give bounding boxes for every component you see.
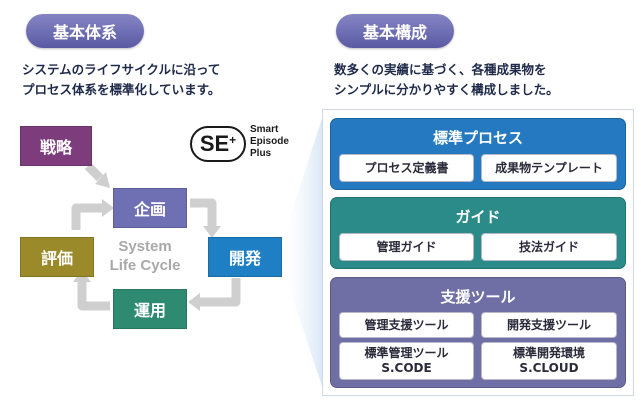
guide-item1-label: 管理ガイド xyxy=(376,239,437,254)
process-definition-doc: プロセス定義書 xyxy=(339,154,474,182)
system-life-cycle-label: System Life Cycle xyxy=(100,237,190,275)
right-description: 数多くの実績に基づく、各種成果物を シンプルに分かりやすく構成しました。 xyxy=(334,60,559,100)
logo-line3: Plus xyxy=(250,148,272,159)
tools-item2-label: 開発支援ツール xyxy=(506,317,591,332)
right-description-line1: 数多くの実績に基づく、各種成果物を xyxy=(334,62,547,77)
technique-guide: 技法ガイド xyxy=(481,233,617,261)
development-support-tool: 開発支援ツール xyxy=(481,312,617,338)
cycle-plan-box: 企画 xyxy=(113,188,187,228)
process-item1-label: プロセス定義書 xyxy=(364,160,449,175)
management-support-tool: 管理支援ツール xyxy=(339,312,474,338)
section-support-tools: 支援ツール 管理支援ツール 開発支援ツール 標準管理ツール S.CODE 標準開… xyxy=(330,277,626,388)
left-description-line1: システムのライフサイクルに沿って xyxy=(22,62,221,77)
logo-plus: + xyxy=(229,133,237,147)
arrowhead-develop-to-operate xyxy=(188,293,200,311)
basic-system-pill: 基本体系 xyxy=(26,14,144,48)
process-item2-label: 成果物テンプレート xyxy=(495,160,603,175)
tools-item4-line1: 標準開発環境 xyxy=(512,346,585,360)
tools-item3-line2: S.CODE xyxy=(381,361,432,375)
deliverable-template: 成果物テンプレート xyxy=(481,154,617,182)
cycle-evaluate-box: 評価 xyxy=(20,237,94,277)
standard-dev-environment-scloud: 標準開発環境 S.CLOUD xyxy=(481,342,617,380)
logo-line1: Smart xyxy=(250,124,279,135)
cycle-center-line2: Life Cycle xyxy=(109,257,181,274)
right-description-line2: シンプルに分かりやすく構成しました。 xyxy=(334,82,559,97)
left-description-line2: プロセス体系を標準化しています。 xyxy=(22,82,221,97)
arrowhead-plan-to-develop xyxy=(203,226,221,238)
logo-wordmark: Smart Episode Plus xyxy=(250,124,289,160)
se-plus-logo: SE+ xyxy=(190,126,246,162)
management-guide: 管理ガイド xyxy=(339,233,474,261)
section-guide: ガイド 管理ガイド 技法ガイド xyxy=(330,197,626,269)
arrow-develop-to-operate xyxy=(200,278,241,307)
logo-mark: SE xyxy=(199,131,230,156)
logo-line2: Episode xyxy=(250,136,289,147)
tools-item4-line2: S.CLOUD xyxy=(519,361,579,375)
section-standard-process-title: 標準プロセス xyxy=(432,129,523,147)
arrow-operate-to-evaluate xyxy=(77,282,110,311)
tools-item1-label: 管理支援ツール xyxy=(364,317,449,332)
section-guide-title: ガイド xyxy=(455,208,501,226)
basic-structure-pill: 基本構成 xyxy=(336,14,454,48)
arrow-plan-to-develop xyxy=(190,198,217,226)
left-description: システムのライフサイクルに沿って プロセス体系を標準化しています。 xyxy=(22,60,220,100)
arrow-strategy-to-plan xyxy=(84,162,104,182)
cycle-center-line1: System xyxy=(118,238,172,255)
tools-item3-line1: 標準管理ツール xyxy=(364,346,449,360)
guide-item2-label: 技法ガイド xyxy=(518,239,579,254)
cycle-develop-box: 開発 xyxy=(208,237,282,277)
cycle-arrows xyxy=(71,162,241,311)
section-standard-process: 標準プロセス プロセス定義書 成果物テンプレート xyxy=(330,118,626,190)
standard-management-tool-scode: 標準管理ツール S.CODE xyxy=(339,342,474,380)
arrow-evaluate-to-plan xyxy=(71,203,102,230)
arrowhead-evaluate-to-plan xyxy=(102,199,114,217)
section-support-tools-title: 支援ツール xyxy=(440,288,516,306)
arrowhead-strategy-to-plan xyxy=(95,172,110,188)
cycle-operate-box: 運用 xyxy=(113,289,187,329)
cycle-strategy-box: 戦略 xyxy=(20,126,92,166)
